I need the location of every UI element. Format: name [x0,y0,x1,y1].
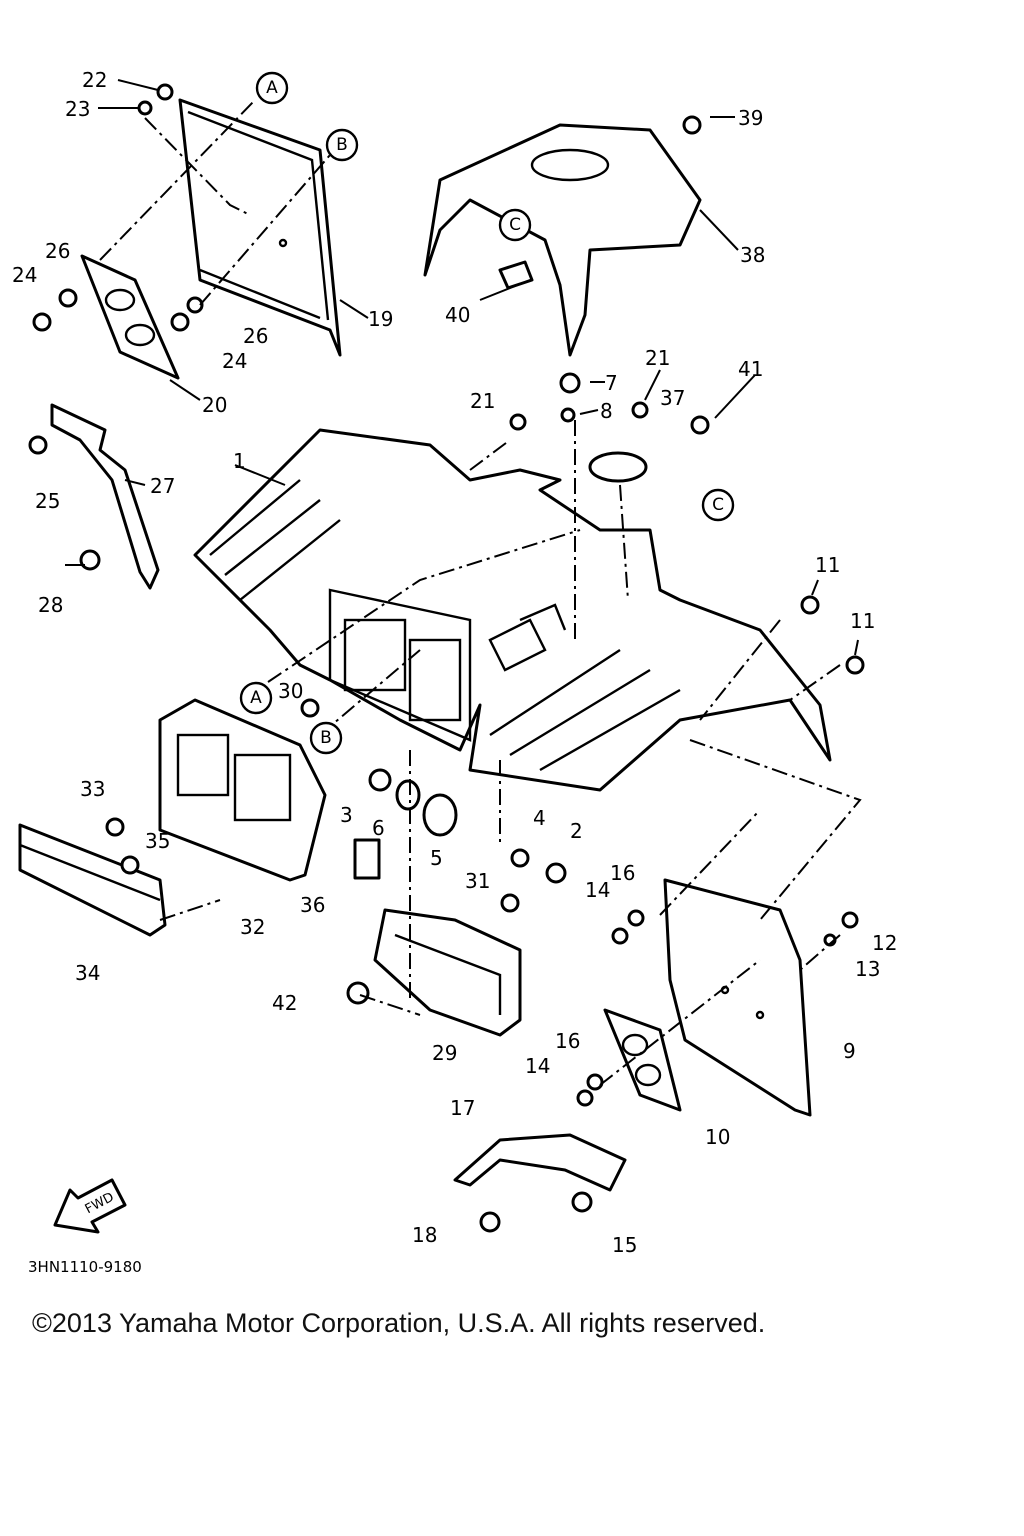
ref-label: C [509,215,521,235]
callout-39: 39 [738,106,763,130]
callout-24a: 24 [12,263,37,287]
callout-21b: 21 [645,346,670,370]
flap-9 [663,878,812,1117]
callout-34: 34 [75,961,100,985]
ref-label: C [712,495,724,515]
callout-24b: 24 [222,349,247,373]
callout-1: 1 [233,449,246,473]
bracket-36 [353,838,381,880]
panel-19 [178,98,342,357]
callout-31: 31 [465,869,490,893]
clip-40 [498,260,534,290]
callout-18: 18 [412,1223,437,1247]
callout-14b: 14 [525,1054,550,1078]
ref-circle-B-mid: B [309,721,343,755]
stay-27 [50,403,160,590]
callout-28: 28 [38,593,63,617]
ref-label: B [320,728,332,748]
cover-38 [423,123,702,357]
callout-23: 23 [65,97,90,121]
callout-16a: 16 [610,861,635,885]
callout-42: 42 [272,991,297,1015]
callout-11b: 11 [850,609,875,633]
diagram-code: 3HN1110-9180 [28,1258,142,1276]
callout-25: 25 [35,489,60,513]
callout-35: 35 [145,829,170,853]
callout-8: 8 [600,399,613,423]
ref-circle-A-top: A [255,71,289,105]
callout-20: 20 [202,393,227,417]
callout-19: 19 [368,307,393,331]
housing-29 [373,908,522,1037]
ref-label: A [266,78,278,98]
plate-10 [603,1008,682,1112]
callout-27: 27 [150,474,175,498]
callout-29: 29 [432,1041,457,1065]
bushing-6 [395,779,421,811]
ref-circle-A-mid: A [239,681,273,715]
plate-20 [80,254,180,380]
callout-15: 15 [612,1233,637,1257]
callout-17: 17 [450,1096,475,1120]
callout-5: 5 [430,846,443,870]
copyright-notice: ©2013 Yamaha Motor Corporation, U.S.A. A… [32,1308,766,1338]
fwd-arrow-icon: FWD [53,1178,127,1234]
callout-3: 3 [340,803,353,827]
callout-14a: 14 [585,878,610,902]
fender-1 [193,428,832,792]
callout-12: 12 [872,931,897,955]
lamp-37 [588,451,648,483]
callout-9: 9 [843,1039,856,1063]
guard-34 [18,823,167,937]
assembly-lines [99,99,862,1086]
ref-circle-B-top: B [325,128,359,162]
callout-2: 2 [570,819,583,843]
callout-41: 41 [738,357,763,381]
callout-16b: 16 [555,1029,580,1053]
grommet-5 [422,793,458,837]
callout-36: 36 [300,893,325,917]
leader-lines [65,79,859,656]
callout-22: 22 [82,68,107,92]
ref-circle-C-top: C [498,208,532,242]
callout-26a: 26 [45,239,70,263]
parts-diagram: A B C C A B FWD 3HN1110-9180 1 2 3 4 5 6… [12,68,897,1276]
callout-10: 10 [705,1125,730,1149]
ref-label: A [250,688,262,708]
callout-6: 6 [372,816,385,840]
fasteners [28,83,865,1233]
callout-40: 40 [445,303,470,327]
stay-17 [453,1133,627,1192]
callout-4: 4 [533,806,546,830]
callout-11a: 11 [815,553,840,577]
callout-21a: 21 [470,389,495,413]
callout-7: 7 [605,371,618,395]
callout-30: 30 [278,679,303,703]
ref-circle-C-mid: C [701,488,735,522]
callout-37: 37 [660,386,685,410]
callout-32: 32 [240,915,265,939]
callout-13: 13 [855,957,880,981]
ref-label: B [336,135,348,155]
callout-33: 33 [80,777,105,801]
frame-32 [158,698,327,882]
callout-26b: 26 [243,324,268,348]
callout-38: 38 [740,243,765,267]
